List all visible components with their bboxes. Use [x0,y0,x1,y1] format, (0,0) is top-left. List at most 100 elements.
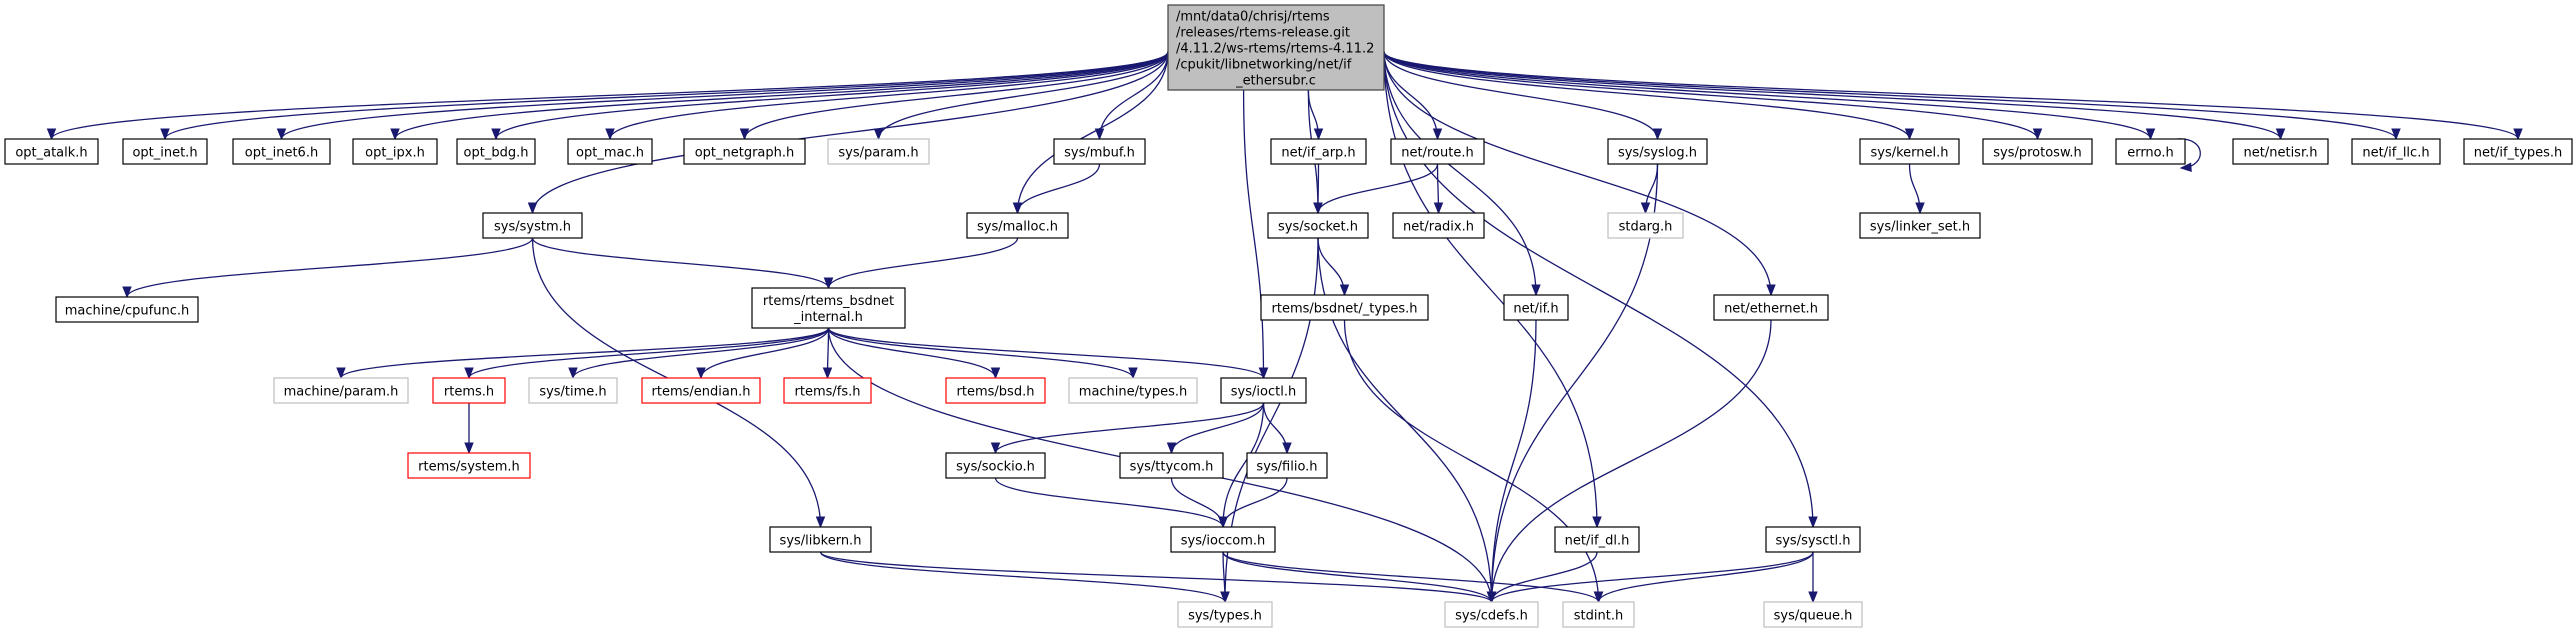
node-box [1392,212,1485,239]
node-net-if[interactable]: net/if.h [1503,294,1569,321]
node-opt-netgraph[interactable]: opt_netgraph.h [683,138,806,165]
node-rtems-endian[interactable]: rtems/endian.h [641,377,761,404]
node-box [432,377,506,404]
edge-root-to-sys-protosw [1383,51,2043,141]
node-sys-linker-set[interactable]: sys/linker_set.h [1859,212,1981,239]
node-rtems-system[interactable]: rtems/system.h [407,452,531,479]
node-opt-mac[interactable]: opt_mac.h [567,138,653,165]
node-box [683,138,806,165]
node-opt-atalk[interactable]: opt_atalk.h [4,138,99,165]
node-sys-time[interactable]: sys/time.h [528,377,618,404]
edges-layer [46,51,2523,604]
node-sys-socket[interactable]: sys/socket.h [1267,212,1369,239]
node-rtems-bsdnet-types[interactable]: rtems/bsdnet/_types.h [1260,294,1429,321]
node-box [2463,138,2573,165]
root-file-node[interactable]: /mnt/data0/chrisj/rtems/releases/rtems-r… [1167,4,1385,91]
edge-sys-malloc-to-rtems-bsdnet-internal [823,237,1019,290]
node-sys-malloc[interactable]: sys/malloc.h [966,212,1069,239]
node-sys-filio[interactable]: sys/filio.h [1246,452,1328,479]
node-label: machine/cpufunc.h [65,304,189,319]
node-errno[interactable]: errno.h [2115,138,2186,165]
node-net-route[interactable]: net/route.h [1390,138,1485,165]
edge-root-to-errno [1383,51,2156,141]
node-label: opt_ipx.h [365,146,425,161]
node-label: sys/sysctl.h [1775,534,1850,549]
node-label: net/ethernet.h [1724,302,1818,317]
node-sys-systm[interactable]: sys/systm.h [482,212,583,239]
edge-root-to-net-if-types [1383,51,2523,141]
node-box [2351,138,2441,165]
node-sys-libkern[interactable]: sys/libkern.h [769,526,872,553]
node-box [1607,212,1684,239]
node-opt-inet6[interactable]: opt_inet6.h [232,138,331,165]
node-net-netisr[interactable]: net/netisr.h [2232,138,2329,165]
node-machine-types[interactable]: machine/types.h [1068,377,1198,404]
node-machine-cpufunc[interactable]: machine/cpufunc.h [55,296,199,323]
node-net-if-dl[interactable]: net/if_dl.h [1554,526,1640,553]
node-stdint[interactable]: stdint.h [1562,601,1635,628]
node-label: sys/ttycom.h [1130,460,1214,475]
node-label: opt_inet.h [132,146,197,161]
node-sys-kernel[interactable]: sys/kernel.h [1859,138,1960,165]
node-opt-inet[interactable]: opt_inet.h [122,138,208,165]
node-net-if-llc[interactable]: net/if_llc.h [2351,138,2441,165]
node-label: sys/kernel.h [1870,146,1948,161]
node-box [232,138,331,165]
node-rtems-fs[interactable]: rtems/fs.h [783,377,872,404]
edge-root-to-sys-param [873,51,1169,141]
node-box [1607,138,1708,165]
edge-root-to-sys-sysctl [1383,51,1818,529]
node-net-ethernet[interactable]: net/ethernet.h [1713,294,1829,321]
node-rtems-h[interactable]: rtems.h [432,377,506,404]
node-sys-syslog[interactable]: sys/syslog.h [1607,138,1708,165]
node-box [1068,377,1198,404]
node-sys-sysctl[interactable]: sys/sysctl.h [1765,526,1861,553]
edge-sys-sysctl-to-sys-cdefs [1486,551,1814,604]
node-sys-param[interactable]: sys/param.h [827,138,930,165]
edge-net-route-to-net-radix [1433,163,1444,215]
node-label: errno.h [2127,146,2174,161]
node-opt-bdg[interactable]: opt_bdg.h [456,138,536,165]
node-sys-types[interactable]: sys/types.h [1177,601,1273,628]
node-net-if-arp[interactable]: net/if_arp.h [1270,138,1367,165]
node-sys-ttycom[interactable]: sys/ttycom.h [1119,452,1224,479]
node-sys-protosw[interactable]: sys/protosw.h [1982,138,2093,165]
node-label: machine/param.h [284,385,399,400]
edge-root-to-opt-inet6 [276,51,1169,141]
node-box [945,377,1046,404]
node-rtems-bsd[interactable]: rtems/bsd.h [945,377,1046,404]
node-label: sys/queue.h [1774,609,1853,624]
edge-rtems-bsdnet-internal-to-rtems-endian [696,327,830,380]
node-sys-mbuf[interactable]: sys/mbuf.h [1053,138,1146,165]
node-sys-ioccom[interactable]: sys/ioccom.h [1170,526,1276,553]
edge-rtems-bsdnet-internal-to-machine-param [336,327,830,380]
node-net-if-types[interactable]: net/if_types.h [2463,138,2573,165]
edge-sys-libkern-to-sys-cdefs [819,551,1497,604]
edge-root-to-sys-kernel [1383,51,1915,141]
edge-root-to-sys-syslog [1383,51,1663,141]
node-net-radix[interactable]: net/radix.h [1392,212,1485,239]
edge-net-ethernet-to-sys-cdefs [1486,319,1772,604]
node-box [273,377,409,404]
node-box [1177,601,1273,628]
node-rtems-bsdnet-internal[interactable]: rtems/rtems_bsdnet_internal.h [751,287,906,329]
node-sys-cdefs[interactable]: sys/cdefs.h [1444,601,1539,628]
node-stdarg[interactable]: stdarg.h [1607,212,1684,239]
node-opt-ipx[interactable]: opt_ipx.h [352,138,438,165]
node-label: /mnt/data0/chrisj/rtems [1176,10,1330,25]
node-sys-ioctl[interactable]: sys/ioctl.h [1220,377,1307,404]
node-box [55,296,199,323]
node-label: stdint.h [1574,609,1623,624]
node-sys-sockio[interactable]: sys/sockio.h [945,452,1046,479]
edge-sys-sockio-to-sys-ioccom [994,477,1228,529]
node-label: rtems.h [444,385,494,400]
edge-sys-ioccom-to-sys-types [1220,551,1230,604]
edge-rtems-bsdnet-internal-to-sys-time [568,327,830,380]
node-machine-param[interactable]: machine/param.h [273,377,409,404]
node-label: sys/systm.h [494,220,571,235]
node-sys-queue[interactable]: sys/queue.h [1763,601,1863,628]
node-box [1260,294,1429,321]
node-box [1220,377,1307,404]
node-label: machine/types.h [1079,385,1187,400]
